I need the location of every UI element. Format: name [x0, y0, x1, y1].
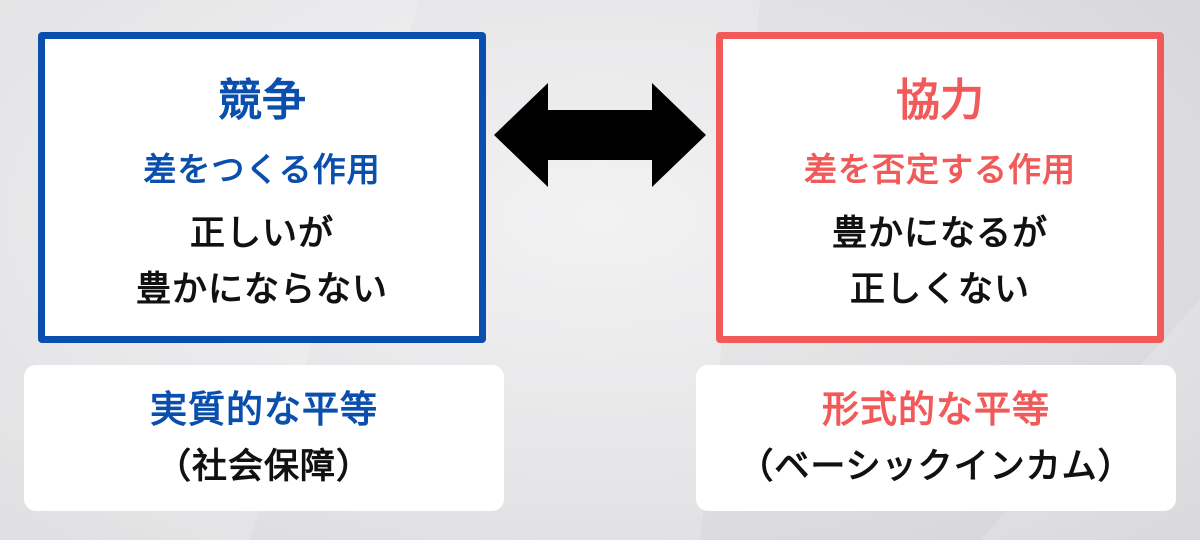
- competition-description: 正しいが 豊かにならない: [136, 206, 388, 318]
- substantive-equality-title: 実質的な平等: [150, 388, 378, 431]
- cooperation-description: 豊かになるが 正しくない: [832, 206, 1048, 318]
- formal-equality-title: 形式的な平等: [822, 388, 1050, 431]
- formal-equality-card: 形式的な平等 （ベーシックインカム）: [696, 365, 1176, 511]
- cooperation-title: 協力: [896, 75, 984, 126]
- cooperation-subtitle: 差を否定する作用: [804, 150, 1076, 189]
- competition-subtitle: 差をつくる作用: [143, 150, 381, 189]
- cooperation-description-line-2: 正しくない: [849, 270, 1030, 310]
- competition-title: 競争: [218, 75, 306, 126]
- cooperation-description-line-1: 豊かになるが: [831, 214, 1048, 254]
- competition-description-line-1: 正しいが: [189, 214, 334, 254]
- competition-box: 競争 差をつくる作用 正しいが 豊かにならない: [38, 32, 486, 343]
- social-security-note: （社会保障）: [155, 447, 372, 487]
- double-headed-arrow-icon: [494, 83, 706, 187]
- arrow-shape: [494, 83, 706, 187]
- substantive-equality-card: 実質的な平等 （社会保障）: [24, 365, 504, 511]
- competition-description-line-2: 豊かにならない: [135, 270, 388, 310]
- basic-income-note: （ベーシックインカム）: [738, 447, 1134, 487]
- cooperation-box: 協力 差を否定する作用 豊かになるが 正しくない: [716, 32, 1164, 343]
